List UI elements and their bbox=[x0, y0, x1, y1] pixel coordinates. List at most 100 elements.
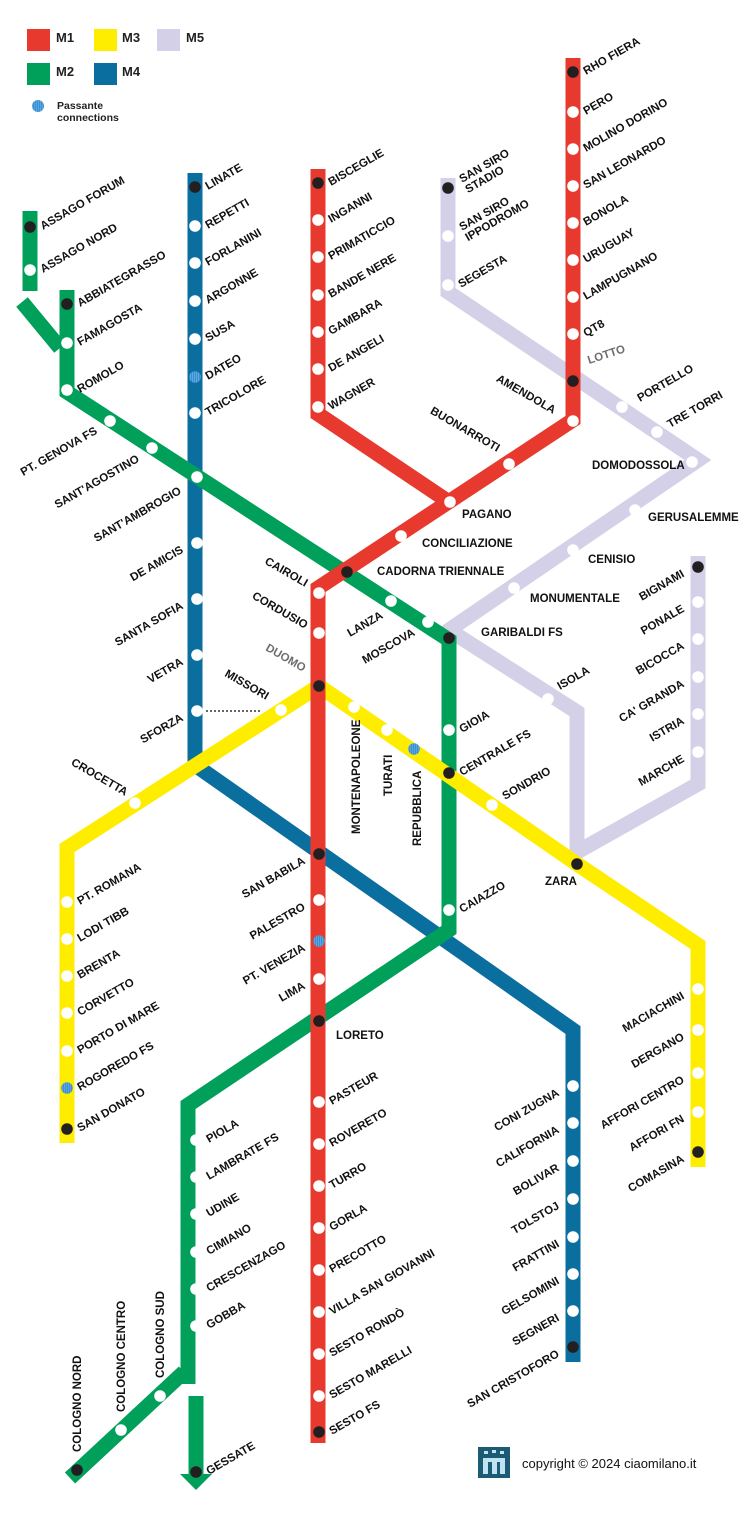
station-label: GARIBALDI FS bbox=[481, 627, 563, 639]
station[interactable]: PIOLA bbox=[190, 1118, 241, 1146]
station-label: MONTENAPOLEONE bbox=[351, 719, 363, 834]
station-dot-icon bbox=[567, 254, 579, 266]
station[interactable]: MISSORI bbox=[222, 668, 287, 716]
station[interactable]: LAMPUGNANO bbox=[567, 250, 660, 303]
station[interactable]: SAN CRISTOFORO bbox=[465, 1341, 579, 1411]
station-label: REPUBBLICA bbox=[412, 771, 424, 846]
station-dot-icon bbox=[616, 401, 628, 413]
station[interactable]: GOBBA bbox=[190, 1300, 248, 1332]
station-label: BISCEGLIE bbox=[327, 147, 387, 189]
station[interactable]: SESTO RONDÒ bbox=[313, 1306, 407, 1360]
station-label: MACIACHINI bbox=[621, 990, 687, 1035]
station-dot-icon bbox=[567, 291, 579, 303]
station[interactable]: CENISIO bbox=[567, 544, 635, 566]
station-dot-icon bbox=[442, 279, 454, 291]
station-dot-icon bbox=[443, 724, 455, 736]
station-label: BIGNAMI bbox=[637, 568, 686, 603]
station[interactable]: TURATI bbox=[381, 724, 395, 796]
station-label: LODI TIBB bbox=[76, 905, 132, 944]
station-label: CORVETTO bbox=[76, 976, 137, 1018]
station-label: LOTTO bbox=[586, 343, 627, 366]
station[interactable]: PAGANO bbox=[444, 496, 512, 521]
station[interactable]: GARIBALDI FS bbox=[443, 627, 563, 644]
legend-label-m1: M1 bbox=[56, 30, 74, 45]
station-dot-icon bbox=[567, 1193, 579, 1205]
station[interactable]: CADORNA TRIENNALE bbox=[341, 566, 505, 578]
station-dot-icon bbox=[503, 458, 515, 470]
station[interactable]: REPUBBLICA bbox=[408, 743, 424, 846]
interchange-dot-icon bbox=[190, 1466, 202, 1478]
station-dot-icon bbox=[692, 1106, 704, 1118]
copyright-text[interactable]: copyright © 2024 ciaomilano.it bbox=[522, 1456, 697, 1471]
passante-icon bbox=[32, 100, 44, 112]
station[interactable]: RHO FIERA bbox=[567, 36, 642, 78]
station[interactable]: ASSAGO NORD bbox=[24, 222, 120, 276]
interchange-dot-icon bbox=[61, 1123, 73, 1135]
station-dot-icon bbox=[189, 295, 201, 307]
station-label: PT. ROMANA bbox=[76, 861, 144, 907]
station[interactable]: AFFORI CENTRO bbox=[599, 1067, 704, 1132]
station[interactable]: CENTRALE FS bbox=[443, 728, 534, 779]
station-label: GORLA bbox=[328, 1202, 370, 1233]
station-dot-icon bbox=[486, 799, 498, 811]
station[interactable]: COLOGNO CENTRO bbox=[115, 1301, 128, 1436]
station-label: SFORZA bbox=[139, 712, 186, 746]
station[interactable]: MONTENAPOLEONE bbox=[348, 701, 363, 834]
station-dot-icon bbox=[313, 973, 325, 985]
station[interactable]: LANZA bbox=[346, 595, 397, 640]
station-label: COLOGNO SUD bbox=[155, 1291, 167, 1378]
interchange-dot-icon bbox=[692, 1146, 704, 1158]
station[interactable]: CIMIANO bbox=[190, 1222, 254, 1258]
station-label: TOLSTOJ bbox=[510, 1200, 562, 1237]
station-label: SUSA bbox=[204, 318, 238, 344]
station-label: TURATI bbox=[383, 755, 395, 796]
station[interactable]: LORETO bbox=[313, 1015, 384, 1042]
station-label: BONOLA bbox=[582, 193, 631, 228]
station-label: CROCETTA bbox=[69, 757, 130, 799]
station-label: REPETTI bbox=[204, 197, 252, 232]
station-dot-icon bbox=[567, 106, 579, 118]
station-dot-icon bbox=[692, 708, 704, 720]
station-label: BOLIVAR bbox=[511, 1162, 562, 1198]
station[interactable]: PT. GENOVA FS bbox=[19, 415, 116, 479]
station[interactable]: SONDRIO bbox=[486, 765, 553, 811]
station[interactable]: SAN SIROSTADIO bbox=[442, 147, 517, 196]
station-label: BUONARROTI bbox=[428, 405, 502, 454]
station[interactable]: CONCILIAZIONE bbox=[395, 530, 513, 550]
station-dot-icon bbox=[275, 704, 287, 716]
station[interactable]: SAN SIROIPPODROMO bbox=[442, 187, 532, 244]
station[interactable]: ZARA bbox=[545, 858, 583, 888]
station[interactable]: COLOGNO SUD bbox=[154, 1291, 167, 1402]
station-label: SESTO FS bbox=[328, 1399, 383, 1438]
station-dot-icon bbox=[61, 1007, 73, 1019]
station-dot-icon bbox=[313, 1348, 325, 1360]
station-label: CORDUSIO bbox=[250, 590, 310, 631]
station[interactable]: COLOGNO NORD bbox=[71, 1356, 84, 1476]
station[interactable]: VILLA SAN GIOVANNI bbox=[313, 1247, 437, 1318]
station[interactable]: DOMODOSSOLA bbox=[592, 456, 698, 472]
station[interactable]: UDINE bbox=[190, 1191, 242, 1220]
station[interactable]: BISCEGLIE bbox=[312, 147, 386, 189]
interchange-dot-icon bbox=[313, 848, 325, 860]
station[interactable]: GERUSALEMME bbox=[629, 504, 739, 524]
station-label: DATEO bbox=[204, 352, 244, 382]
station-label: PASTEUR bbox=[328, 1070, 381, 1108]
station[interactable]: LAMBRATE FS bbox=[190, 1131, 281, 1183]
station-label: SAN BABILA bbox=[240, 855, 307, 901]
station-label: DUOMO bbox=[263, 642, 307, 674]
legend-passante-label: Passante bbox=[57, 100, 103, 112]
station[interactable]: SESTO MARELLI bbox=[313, 1345, 414, 1402]
station[interactable]: MONUMENTALE bbox=[508, 582, 620, 605]
station-label: GESSATE bbox=[205, 1440, 258, 1478]
interchange-dot-icon bbox=[341, 566, 353, 578]
legend-swatch-m5 bbox=[157, 29, 180, 51]
interchange-dot-icon bbox=[443, 632, 455, 644]
station[interactable]: TRE TORRI bbox=[651, 389, 725, 438]
station-label: PERO bbox=[582, 91, 616, 118]
interchange-dot-icon bbox=[443, 767, 455, 779]
station[interactable]: ABBIATEGRASSO bbox=[61, 249, 168, 310]
station-dot-icon bbox=[312, 289, 324, 301]
station[interactable]: CROCETTA bbox=[69, 757, 141, 809]
station-label: SEGNERI bbox=[511, 1312, 562, 1348]
